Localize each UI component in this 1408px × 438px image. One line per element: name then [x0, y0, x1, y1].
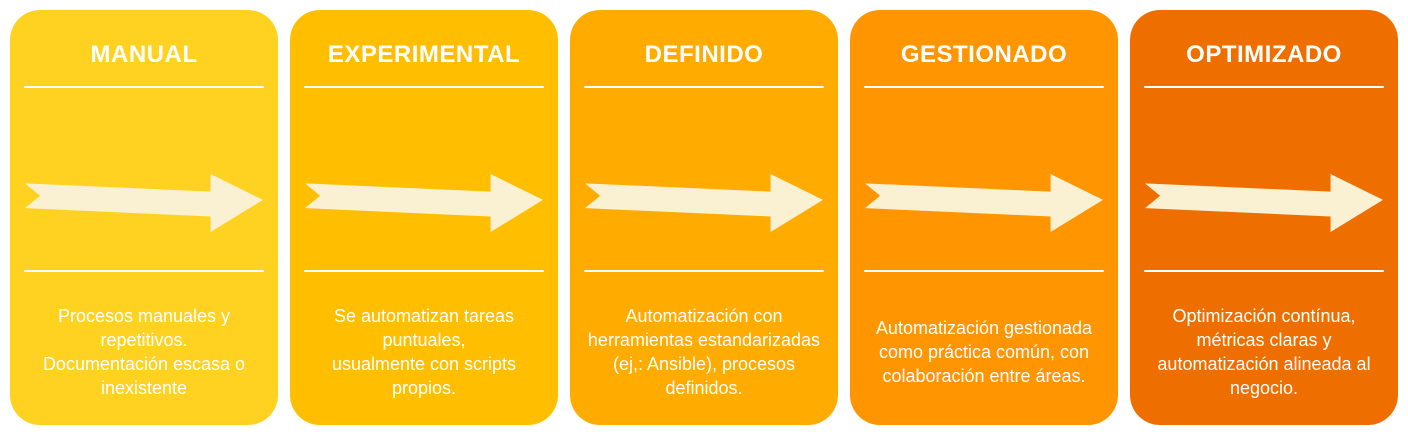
text-divider [1144, 270, 1384, 272]
stage-title: OPTIMIZADO [1186, 41, 1342, 68]
right-arrow-icon [865, 174, 1103, 232]
title-divider [864, 86, 1104, 88]
title-divider [24, 86, 264, 88]
text-divider [864, 270, 1104, 272]
text-divider [304, 270, 544, 272]
right-arrow-icon [305, 174, 543, 232]
right-arrow-icon [585, 174, 823, 232]
title-divider [304, 86, 544, 88]
stage-card-optimizado: OPTIMIZADO Optimización contínua, métric… [1130, 10, 1398, 425]
title-divider [584, 86, 824, 88]
text-divider [24, 270, 264, 272]
stage-title: DEFINIDO [644, 41, 764, 68]
text-divider [584, 270, 824, 272]
stage-description: Procesos manuales y repetitivos. Documen… [42, 305, 246, 398]
stage-card-gestionado: GESTIONADO Automatización gestionada com… [850, 10, 1118, 425]
title-divider [1144, 86, 1384, 88]
arrow-zone [1138, 88, 1390, 270]
right-arrow-icon [25, 174, 263, 232]
arrow-zone [18, 88, 270, 270]
right-arrow-icon [1145, 174, 1383, 232]
stage-title: MANUAL [90, 41, 198, 68]
description-zone: Automatización con herramientas estandar… [578, 272, 830, 425]
description-zone: Optimización contínua, métricas claras y… [1138, 272, 1390, 425]
stage-description: Optimización contínua, métricas claras y… [1157, 305, 1371, 398]
description-zone: Automatización gestionada como práctica … [858, 272, 1110, 425]
description-zone: Procesos manuales y repetitivos. Documen… [18, 272, 270, 425]
arrow-zone [298, 88, 550, 270]
stage-card-manual: MANUAL Procesos manuales y repetitivos. … [10, 10, 278, 425]
arrow-zone [578, 88, 830, 270]
stage-description: Automatización gestionada como práctica … [875, 317, 1093, 386]
stage-description: Se automatizan tareas puntuales, usualme… [331, 305, 517, 398]
stage-title: EXPERIMENTAL [327, 41, 521, 68]
arrow-zone [858, 88, 1110, 270]
stage-card-experimental: EXPERIMENTAL Se automatizan tareas puntu… [290, 10, 558, 425]
stage-description: Automatización con herramientas estandar… [587, 305, 821, 398]
stage-card-definido: DEFINIDO Automatización con herramientas… [570, 10, 838, 425]
description-zone: Se automatizan tareas puntuales, usualme… [298, 272, 550, 425]
stage-title: GESTIONADO [900, 41, 1068, 68]
